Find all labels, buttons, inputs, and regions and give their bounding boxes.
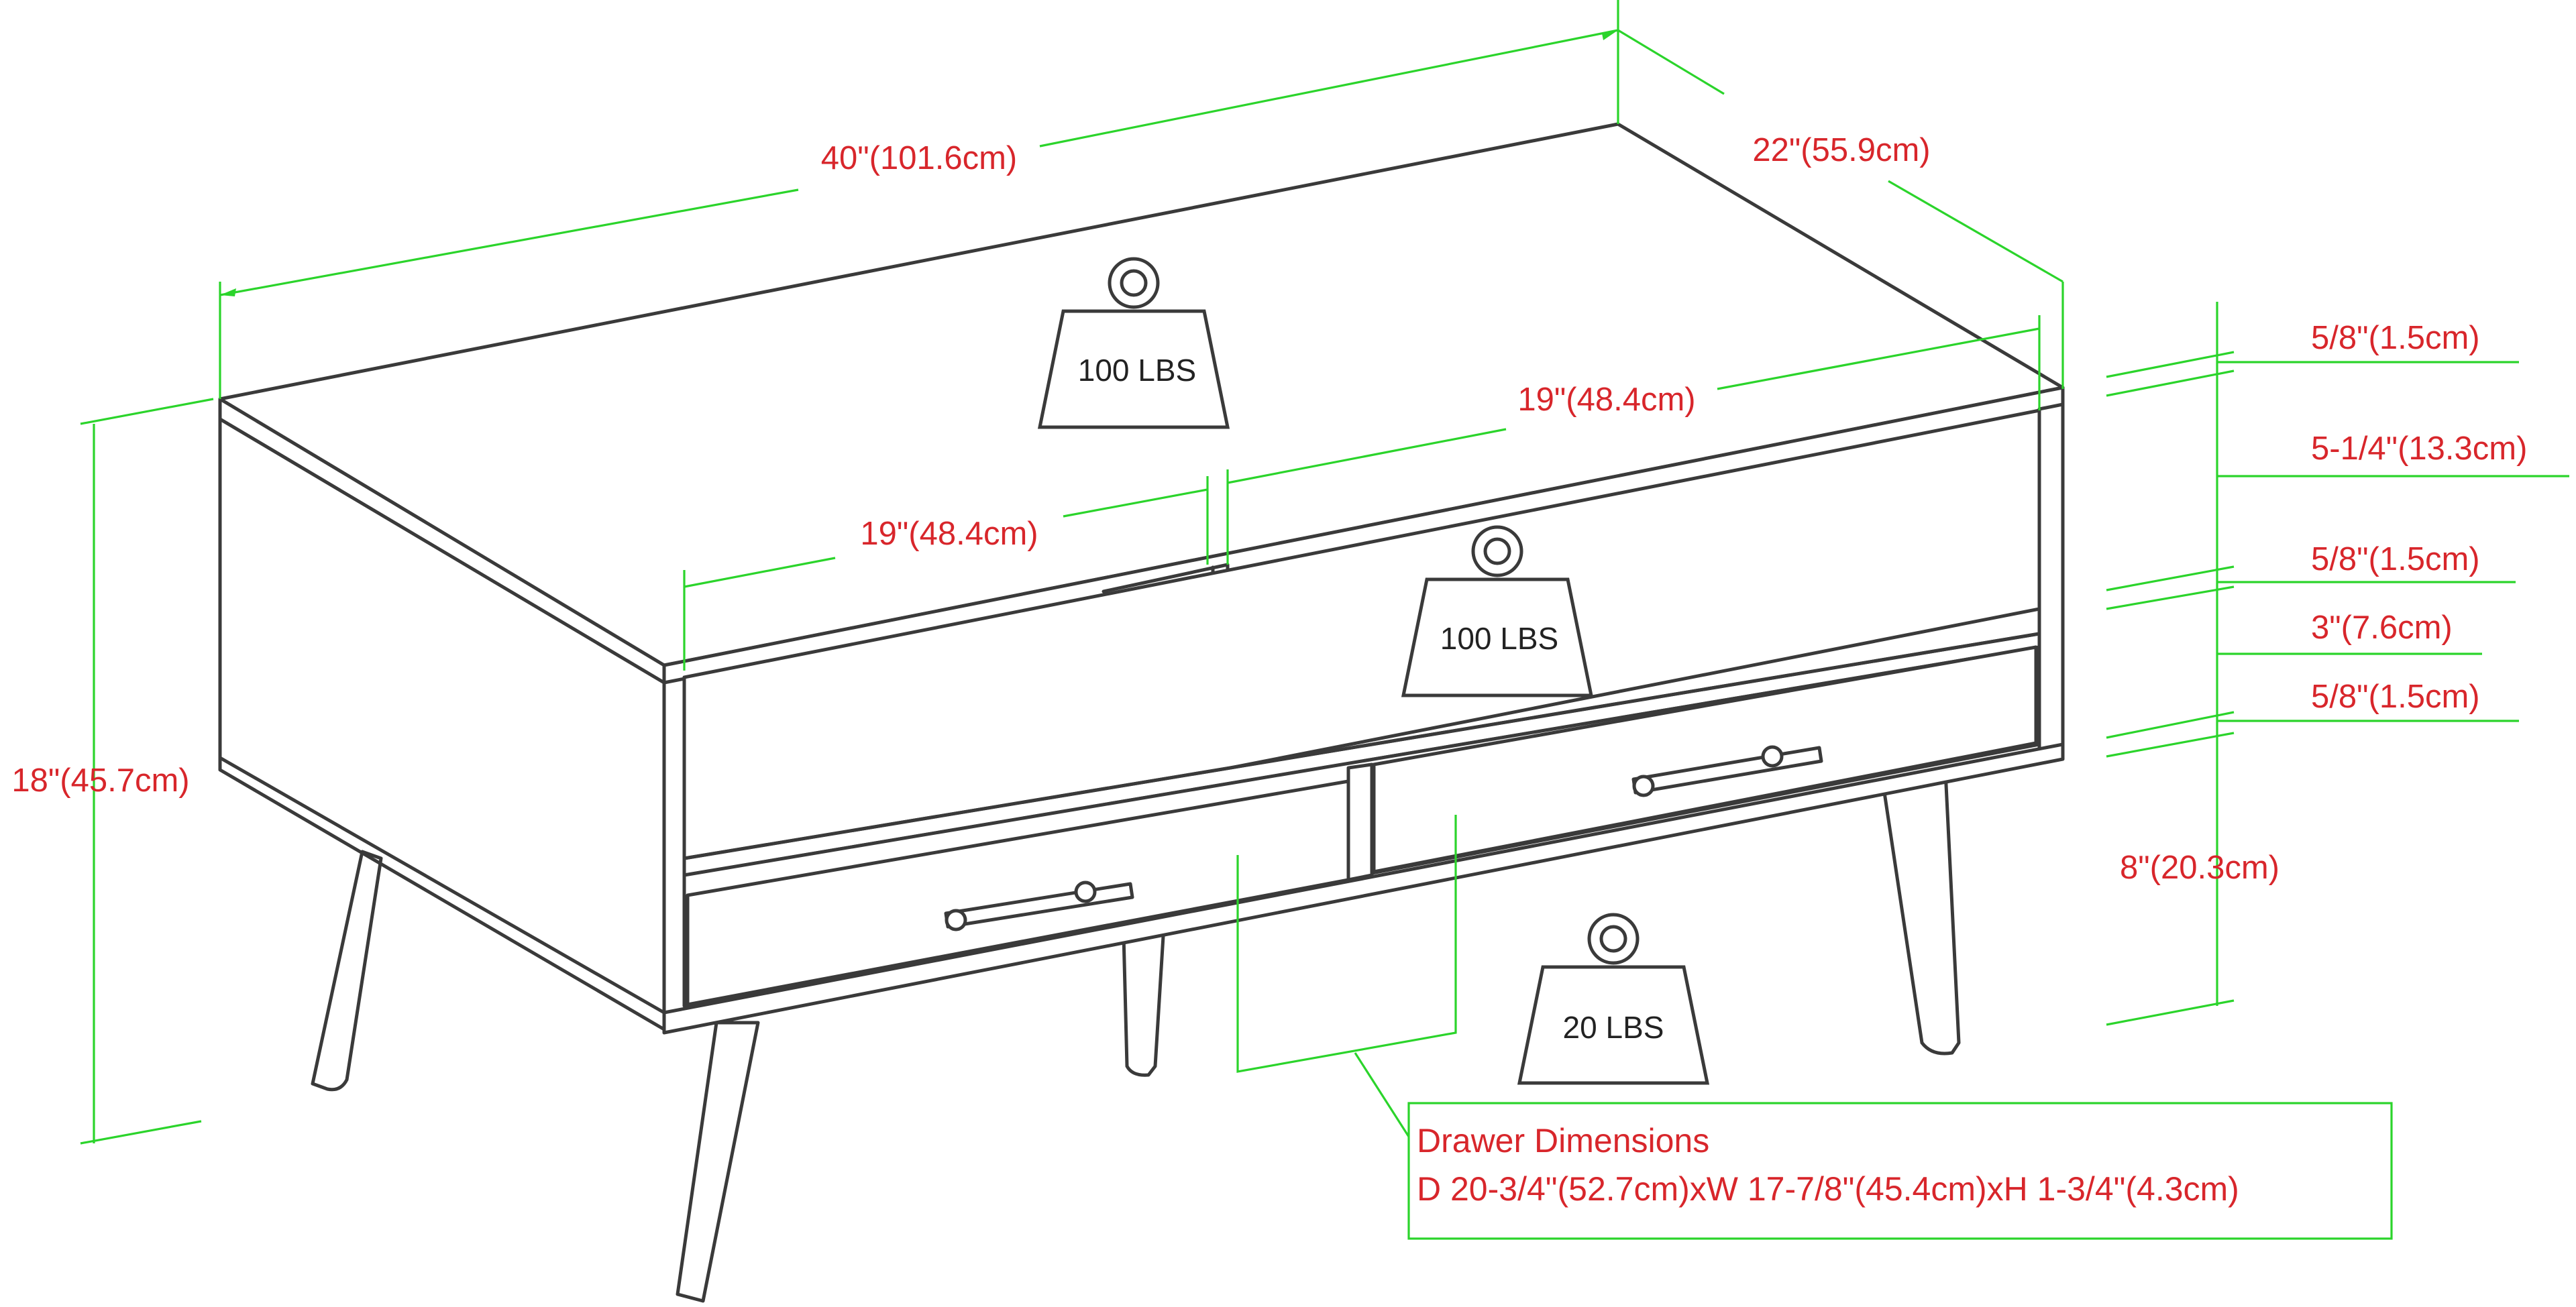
dim-line-right-stack [2106, 302, 2235, 1026]
coffee-table-drawing [218, 122, 2065, 1303]
right-drawer-handle [1631, 745, 1823, 797]
dim-line-shelf-left [683, 476, 1209, 671]
label-bottom-thickness: 5/8"(1.5cm) [2311, 679, 2480, 715]
dim-line-total-height [80, 398, 214, 1145]
label-shelf-width-left: 19"(48.4cm) [860, 516, 1038, 552]
label-shelf-thickness: 5/8"(1.5cm) [2311, 541, 2480, 577]
right-side-panel [2037, 402, 2065, 756]
drawer-divider [1346, 762, 1374, 882]
right-drawer-front [1372, 645, 2038, 874]
label-total-height: 18"(45.7cm) [11, 762, 189, 799]
shelf-board-line [682, 632, 2041, 860]
bottom-board [662, 742, 2065, 1035]
shelf-front [682, 408, 2041, 877]
label-leg-height: 8"(20.3cm) [2120, 850, 2279, 886]
drawer-note-box [1407, 1102, 2393, 1240]
drawer-note-title: Drawer Dimensions [1417, 1122, 1709, 1159]
label-drawer-height: 3"(7.6cm) [2311, 610, 2453, 646]
left-drawer-handle [944, 880, 1134, 931]
dimension-lines [80, 0, 2569, 1240]
dim-line-top-length [219, 0, 1619, 399]
weight-label-top: 100 LBS [1078, 353, 1196, 388]
weight-icon [1401, 525, 1594, 697]
label-shelf-opening: 5-1/4"(13.3cm) [2311, 431, 2527, 467]
drawer-note-size: D 20-3/4"(52.7cm)xW 17-7/8"(45.4cm)xH 1-… [1417, 1170, 2239, 1208]
leg-front-right [1882, 769, 1961, 1056]
leg-back-left [311, 850, 383, 1092]
leg-front-left [676, 1021, 760, 1303]
weight-label-drawer: 20 LBS [1563, 1010, 1664, 1045]
weight-icon [1037, 257, 1230, 429]
label-top-thickness: 5/8"(1.5cm) [2311, 320, 2480, 356]
weight-label-shelf: 100 LBS [1440, 621, 1558, 656]
weight-icon [1517, 913, 1710, 1085]
label-top-length: 40"(101.6cm) [821, 140, 1017, 176]
drawer-leader [1236, 815, 1457, 1137]
leg-back-middle [1122, 923, 1166, 1077]
dim-line-top-depth [1617, 29, 2064, 389]
label-shelf-width-right: 19"(48.4cm) [1517, 382, 1695, 418]
label-top-depth: 22"(55.9cm) [1752, 132, 1930, 168]
dim-leaders-right [2217, 361, 2569, 722]
dim-line-shelf-right [1226, 315, 2041, 565]
